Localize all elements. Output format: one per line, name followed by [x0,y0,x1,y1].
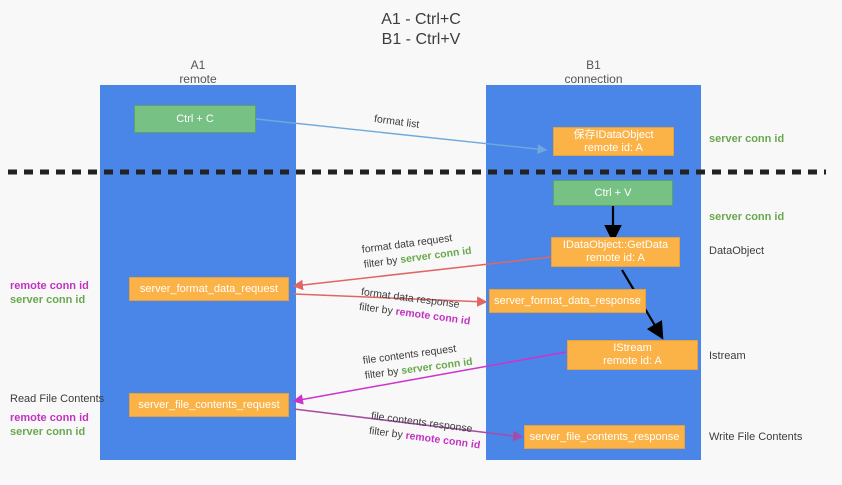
box-istream-line1: IStream [613,342,652,354]
box-server-file-contents-response[interactable]: server_file_contents_response [524,425,685,449]
box-ctrl-v-label: Ctrl + V [594,186,632,199]
label-write-file-contents: Write File Contents [709,431,803,443]
box-getdata-line1: IDataObject::GetData [562,239,669,251]
label-server-conn-id-top: server conn id [709,133,785,145]
box-ctrl-c[interactable]: Ctrl + C [134,105,256,133]
edge-label-format-data-request: format data request filter by server con… [361,229,473,273]
title-line-1: A1 - Ctrl+C [381,11,461,28]
label-read-file-contents: Read File Contents [10,393,105,405]
edge-label-file-contents-response: file contents response filter by remote … [368,409,483,453]
label-server-conn-id-mid: server conn id [709,211,785,223]
edge-label-format-list: format list [373,112,420,131]
column-a1-name: A1 [190,58,206,72]
label-group-conn-ids-1: remote conn id server conn id [10,279,96,307]
page-title: A1 - Ctrl+C B1 - Ctrl+V [0,10,842,50]
box-save-idataobject[interactable]: 保存IDataObject remote id: A [553,127,674,156]
column-b1-name: B1 [586,58,601,72]
column-a1-role: remote [179,72,217,86]
title-line-2: B1 - Ctrl+V [381,31,461,48]
box-save-idataobject-line2: remote id: A [584,141,643,154]
box-server-file-contents-request-label: server_file_contents_request [138,398,280,411]
filter-prefix-4: filter by [368,424,407,442]
filter-prefix-1: filter by [363,254,402,271]
box-istream[interactable]: IStream remote id: A [567,340,698,370]
box-istream-line2: remote id: A [603,355,662,367]
box-save-idataobject-line1: 保存IDataObject [573,128,654,141]
box-server-format-data-response-label: server_format_data_response [494,294,641,307]
box-server-format-data-request[interactable]: server_format_data_request [129,277,289,301]
filter-prefix-3: filter by [364,365,403,382]
column-header-a1: A1 remote [100,58,296,86]
box-server-format-data-response[interactable]: server_format_data_response [489,289,646,313]
column-b1-role: connection [564,72,623,86]
filter-prefix-2: filter by [358,300,397,318]
label-server-conn-id-2: server conn id [10,426,86,438]
label-remote-conn-id-2: remote conn id [10,412,89,424]
box-server-format-data-request-label: server_format_data_request [139,282,279,295]
box-server-file-contents-request[interactable]: server_file_contents_request [129,393,289,417]
edge-label-format-data-response: format data response filter by remote co… [358,285,473,329]
label-dataobject: DataObject [709,245,765,257]
box-server-file-contents-response-label: server_file_contents_response [529,430,680,443]
box-getdata-line2: remote id: A [586,252,645,264]
label-istream: Istream [709,350,746,362]
box-ctrl-c-label: Ctrl + C [176,112,214,125]
box-getdata[interactable]: IDataObject::GetData remote id: A [551,237,680,267]
box-ctrl-v[interactable]: Ctrl + V [553,180,673,206]
column-header-b1: B1 connection [486,58,701,86]
label-server-conn-id-1: server conn id [10,294,86,306]
label-group-conn-ids-2: remote conn id server conn id [10,411,96,439]
edge-label-file-contents-request: file contents request filter by server c… [362,340,474,384]
label-remote-conn-id-1: remote conn id [10,280,89,292]
